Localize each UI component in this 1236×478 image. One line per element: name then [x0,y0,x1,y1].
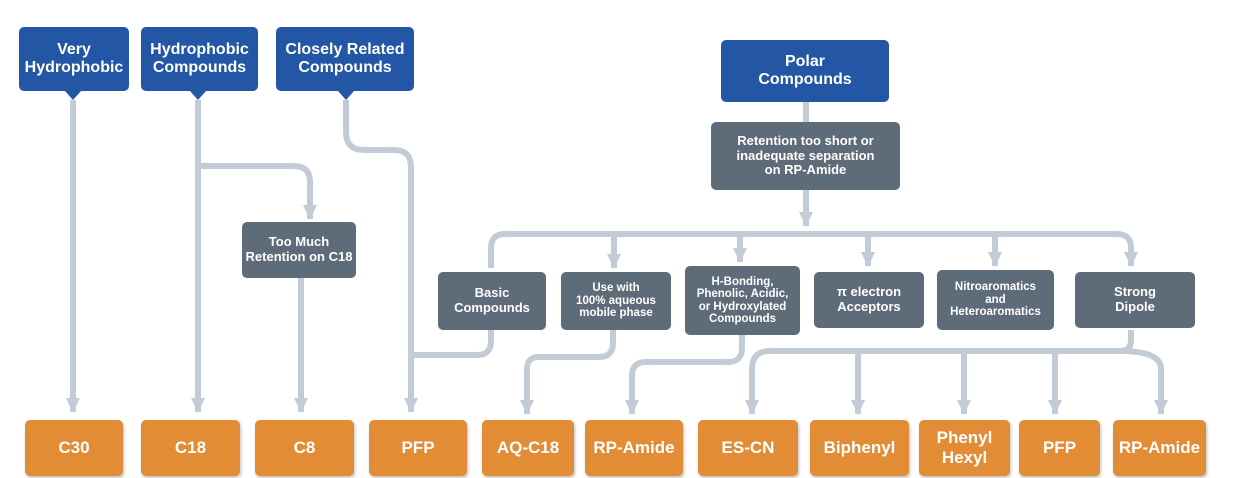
basic-compounds-box: Basic Compounds [438,272,546,330]
hydrophobic-compounds-pointer [190,91,206,100]
phase-rp-amide-1: RP-Amide [585,420,683,476]
phase-biphenyl: Biphenyl [810,420,909,476]
polar-compounds-box: Polar Compounds [721,40,889,102]
phase-aq-c18: AQ-C18 [482,420,574,476]
retention-too-short-box: Retention too short or inadequate separa… [711,122,900,190]
edge-aqueous-aqc18 [520,330,616,415]
hydrophobic-compounds-box: Hydrophobic Compounds [141,27,258,91]
edge-hydrophobic-too-much [198,163,317,220]
very-hydrophobic-box: Very Hydrophobic [19,27,129,91]
too-much-retention-box: Too Much Retention on C18 [242,222,356,278]
strong-dipole-box: Strong Dipole [1075,272,1195,328]
very-hydrophobic-pointer [65,91,81,100]
closely-related-box: Closely Related Compounds [276,27,414,91]
edge-basic-pfp [411,330,494,358]
phase-c8: C8 [255,420,354,476]
aqueous-mobile-phase-box: Use with 100% aqueous mobile phase [561,272,671,330]
edge-distribution-bar [488,231,1138,268]
nitroaromatics-box: Nitroaromatics and Heteroaromatics [937,270,1054,330]
phase-rp-amide-2: RP-Amide [1113,420,1206,476]
phase-es-cn: ES-CN [698,420,798,476]
closely-related-pointer [338,91,354,100]
phase-phenyl-hexyl: Phenyl Hexyl [919,420,1010,476]
phase-c30: C30 [25,420,123,476]
phase-pfp-1: PFP [369,420,467,476]
pi-electron-box: π electron Acceptors [814,272,924,328]
h-bonding-box: H-Bonding, Phenolic, Acidic, or Hydroxyl… [685,266,800,335]
edge-dipole-rpamide [1119,348,1168,415]
edge-hbonding-rpamide [625,335,745,415]
edge-closely-related-pfp [343,100,418,413]
edge-dipole-bar [745,330,1134,415]
phase-pfp-2: PFP [1019,420,1100,476]
phase-c18: C18 [141,420,240,476]
